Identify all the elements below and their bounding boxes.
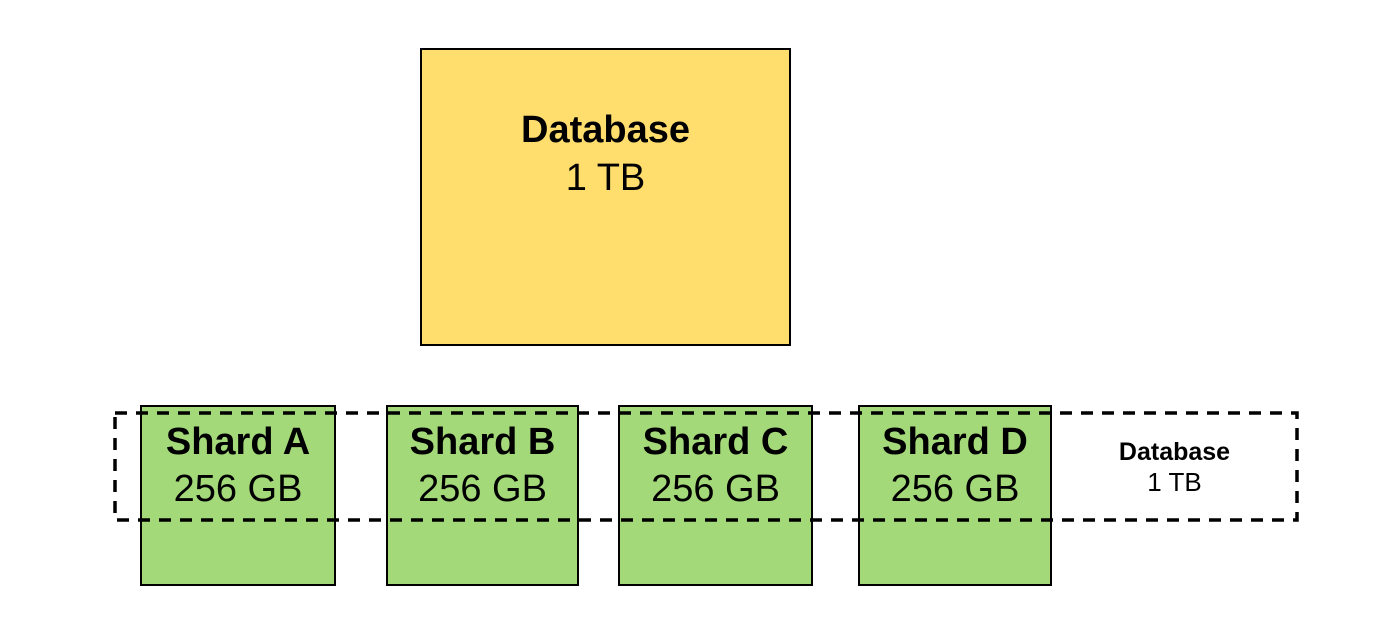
database-size-label: 1 TB xyxy=(565,157,646,199)
shard-b-size-label: 256 GB xyxy=(418,468,547,510)
shard-c-node: Shard C 256 GB xyxy=(618,405,813,586)
shard-a-node: Shard A 256 GB xyxy=(140,405,336,586)
shard-b-node: Shard B 256 GB xyxy=(386,405,579,586)
sharded-database-size-label: 1 TB xyxy=(1147,466,1202,497)
shard-a-name-label: Shard A xyxy=(165,421,311,463)
shard-a-size-label: 256 GB xyxy=(173,468,303,510)
shard-d-size-label: 256 GB xyxy=(890,468,1020,510)
shard-d-node: Shard D 256 GB xyxy=(858,405,1052,586)
shard-d-name-label: Shard D xyxy=(882,421,1028,463)
shard-c-name-label: Shard C xyxy=(642,421,789,463)
sharded-database-label: Database 1 TB xyxy=(1052,413,1297,520)
shard-c-size-label: 256 GB xyxy=(651,468,780,510)
sharded-database-name-label: Database xyxy=(1118,437,1231,466)
database-name-label: Database xyxy=(521,109,690,151)
shard-b-name-label: Shard B xyxy=(409,421,556,463)
database-node: Database 1 TB xyxy=(420,48,791,346)
